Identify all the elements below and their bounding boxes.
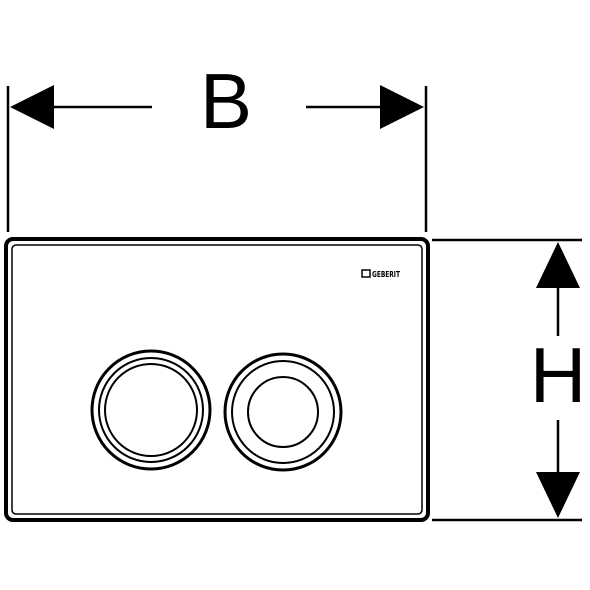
large-button-inner-ring bbox=[104, 363, 198, 457]
height-arrowhead-bottom bbox=[536, 472, 580, 518]
small-button-middle-ring bbox=[231, 360, 335, 464]
brand-logo-icon bbox=[361, 269, 371, 278]
brand-logo: GEBERIT bbox=[361, 269, 401, 279]
flush-plate: GEBERIT bbox=[4, 237, 430, 522]
large-button-outer-ring bbox=[90, 349, 212, 471]
width-arrowhead-right bbox=[380, 85, 424, 129]
height-label: H bbox=[530, 331, 586, 419]
small-button-inner-ring bbox=[247, 376, 319, 448]
large-button-middle-ring bbox=[98, 357, 204, 463]
large-flush-button[interactable] bbox=[90, 349, 212, 471]
plate-inner-outline bbox=[11, 244, 423, 515]
width-dimension: B bbox=[6, 57, 428, 232]
plate-outer-outline bbox=[4, 237, 430, 522]
width-label: B bbox=[200, 57, 252, 145]
height-dimension: H bbox=[432, 238, 586, 522]
brand-text: GEBERIT bbox=[372, 270, 401, 279]
small-flush-button[interactable] bbox=[223, 352, 343, 472]
height-arrowhead-top bbox=[536, 242, 580, 288]
width-arrowhead-left bbox=[10, 85, 54, 129]
small-button-outer-ring bbox=[223, 352, 343, 472]
